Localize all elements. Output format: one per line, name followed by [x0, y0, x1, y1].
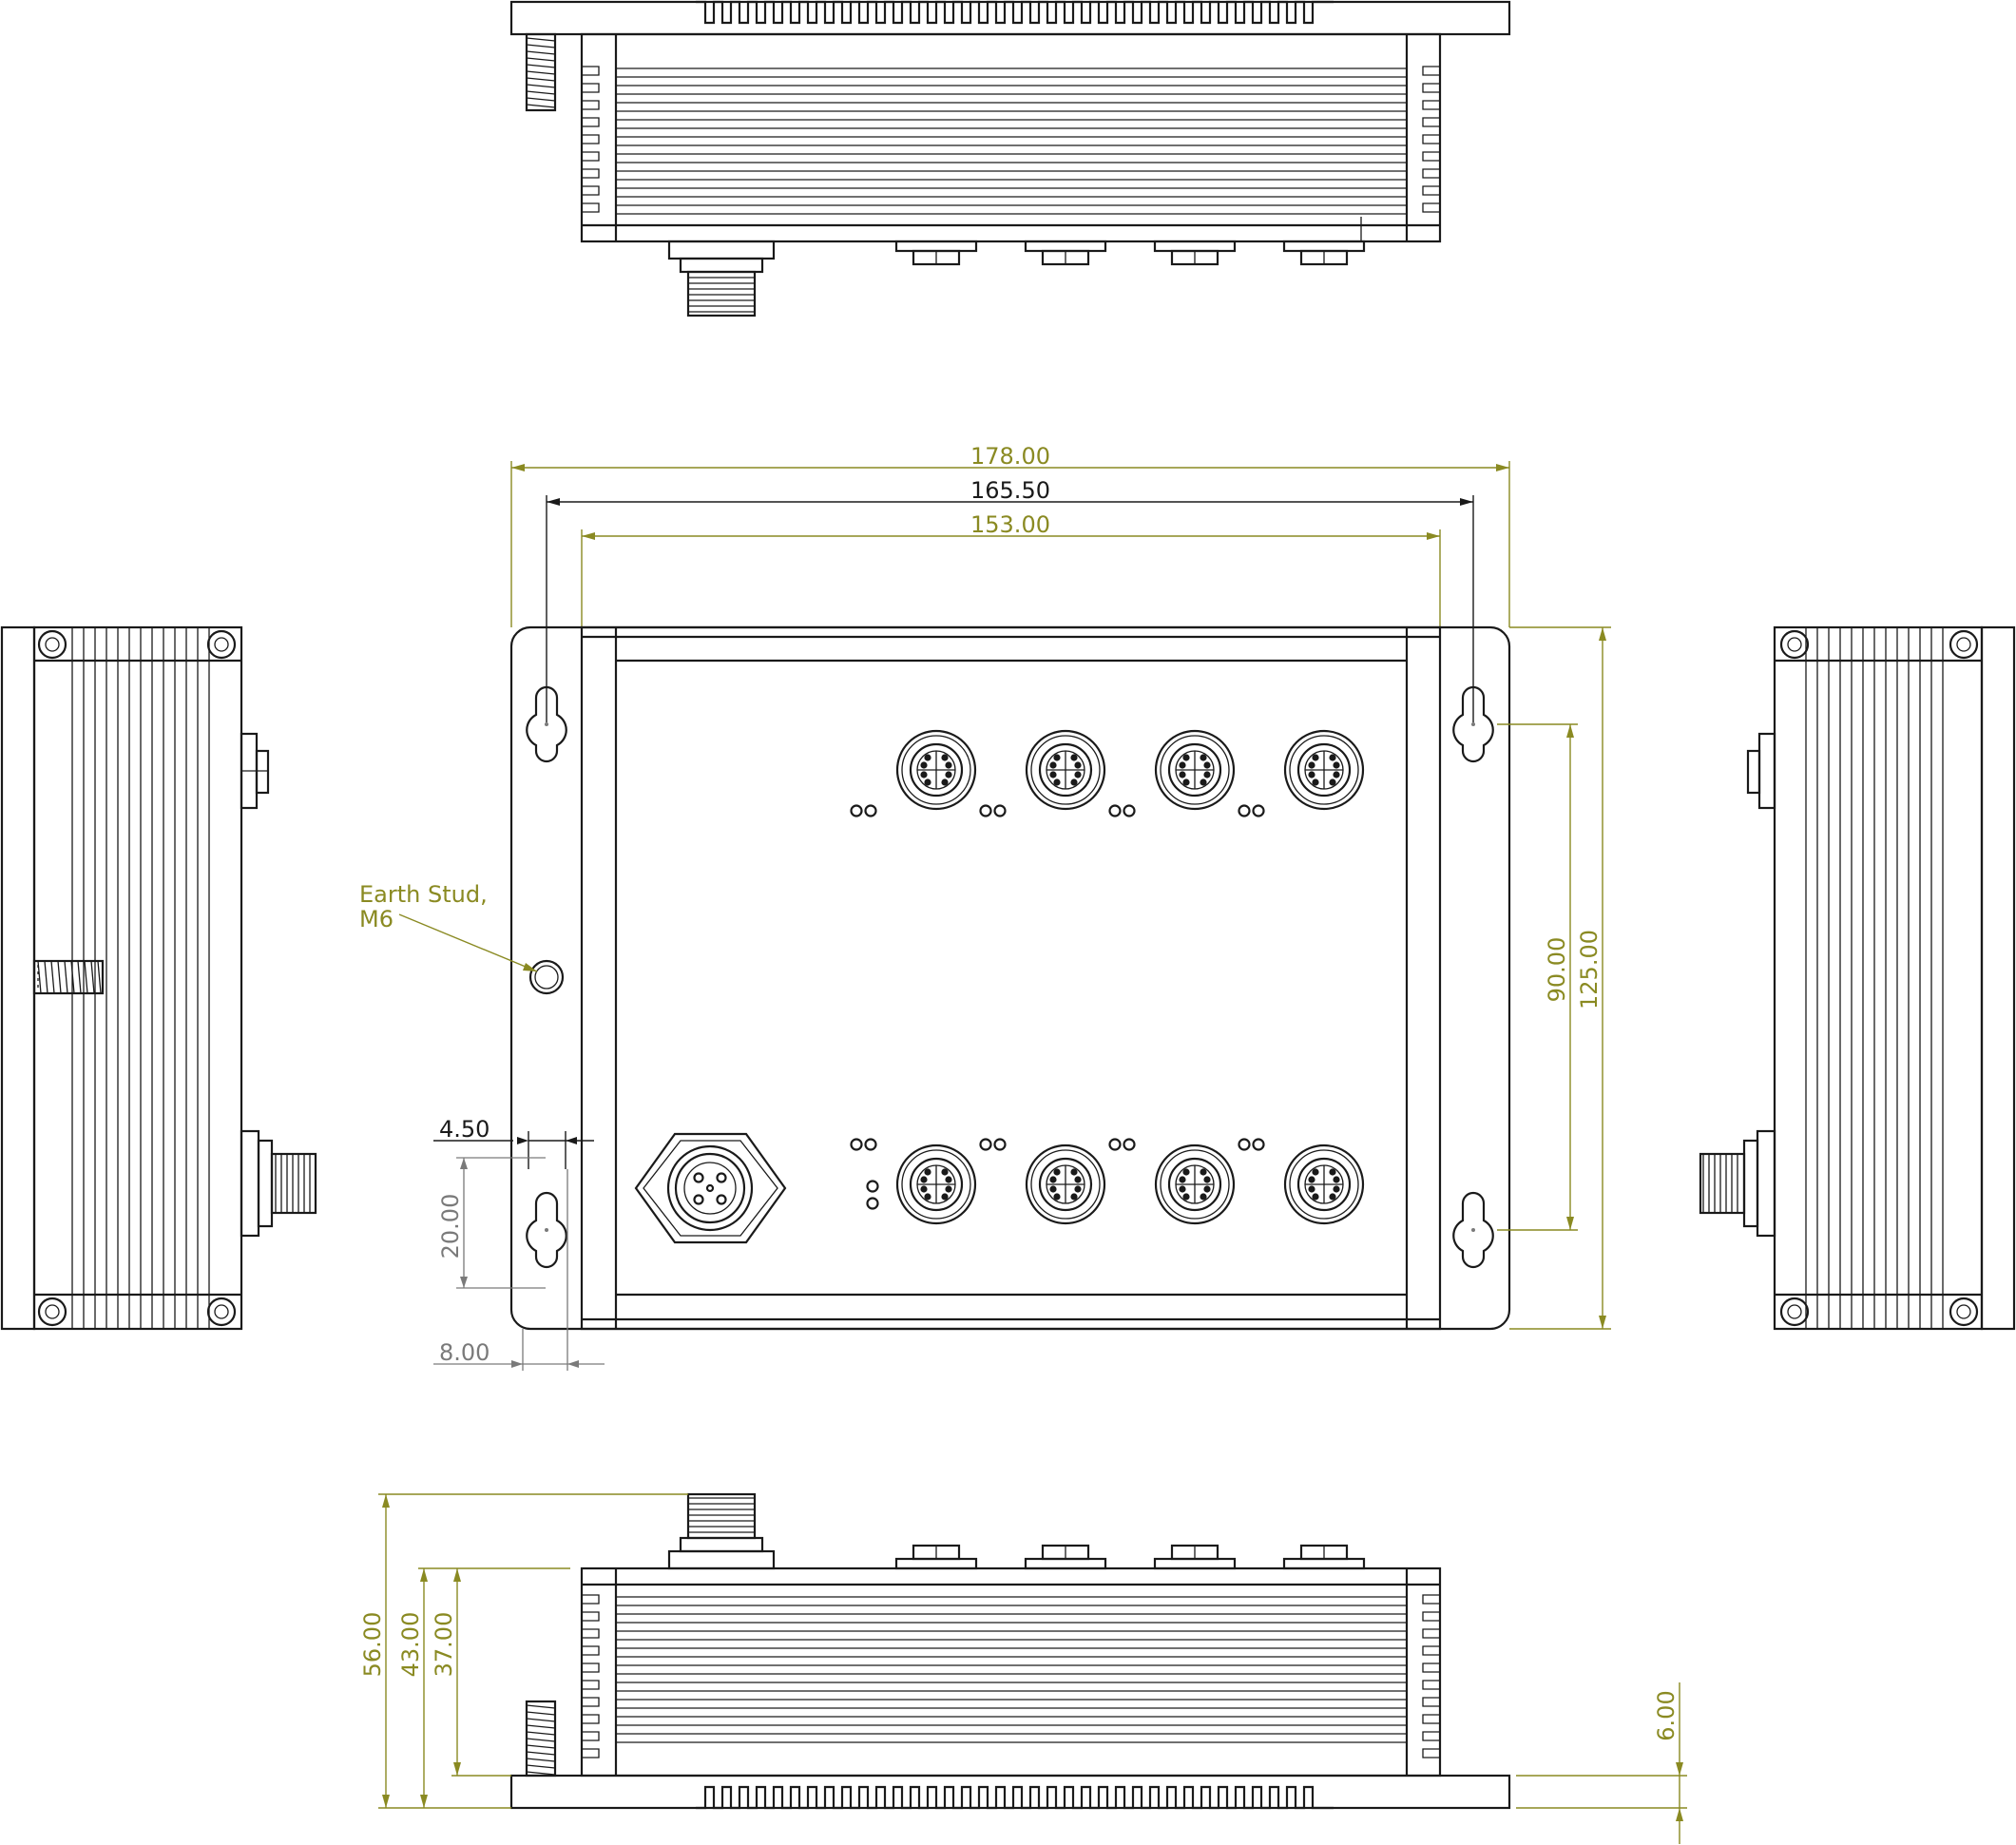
top-view-ports: [894, 240, 1366, 266]
dim-flange-thickness: 6.00: [1653, 1690, 1680, 1740]
top-view-screw: [526, 37, 556, 108]
right-view-connector-threads: [1702, 1154, 1738, 1213]
earth-stud-size-label: M6: [359, 906, 394, 932]
bottom-view-fins: [696, 1785, 1334, 1810]
bottom-view-ports: [894, 1544, 1366, 1570]
bottom-view-screw: [526, 1704, 556, 1776]
dim-total-height: 56.00: [359, 1612, 386, 1678]
top-view-fins: [696, 0, 1334, 25]
dim-slot-length: 20.00: [437, 1194, 464, 1259]
top-view-side-fins: [582, 66, 1440, 213]
dim-edge-offset: 8.00: [439, 1339, 490, 1366]
top-view-connector-threads: [688, 277, 755, 313]
left-view-connector-threads: [275, 1154, 311, 1213]
left-view-stud: [37, 960, 102, 994]
earth-stud-label: Earth Stud,: [359, 881, 488, 908]
left-side-view: [0, 625, 317, 1331]
left-view-ribs: [71, 627, 210, 1329]
dim-housing-height: 43.00: [397, 1612, 424, 1678]
dim-body-width: 153.00: [970, 511, 1050, 538]
dim-overall-width: 178.00: [970, 443, 1050, 470]
power-connector: [634, 1132, 787, 1244]
dim-slot-offset: 4.50: [439, 1116, 490, 1143]
bottom-view: 56.00 43.00 37.00 6.00: [359, 1492, 1687, 1844]
width-dimensions: 178.00 165.50 153.00: [510, 443, 1510, 722]
top-view-ribs: [616, 67, 1407, 215]
bottom-view-ribs: [616, 1596, 1407, 1743]
dim-hole-pitch-height: 90.00: [1544, 937, 1570, 1003]
m12-ports: [895, 729, 1365, 1225]
height-dimensions: 125.00 90.00: [1497, 626, 1611, 1330]
led-indicators: [850, 804, 1265, 1210]
slot-dimensions: 4.50 20.00 8.00: [433, 1116, 605, 1371]
mounting-slots: [526, 685, 1494, 1269]
bottom-view-side-fins: [582, 1594, 1440, 1759]
top-view: [509, 0, 1511, 317]
earth-stud: [528, 959, 565, 995]
right-side-view: [1699, 625, 2016, 1331]
dim-overall-height: 125.00: [1576, 930, 1603, 1009]
bottom-view-connector-threads: [688, 1497, 755, 1533]
dim-body-height: 37.00: [431, 1612, 457, 1678]
dim-hole-pitch-width: 165.50: [970, 477, 1050, 504]
right-view-ribs: [1805, 627, 1944, 1329]
front-view: Earth Stud, M6: [359, 625, 1511, 1331]
